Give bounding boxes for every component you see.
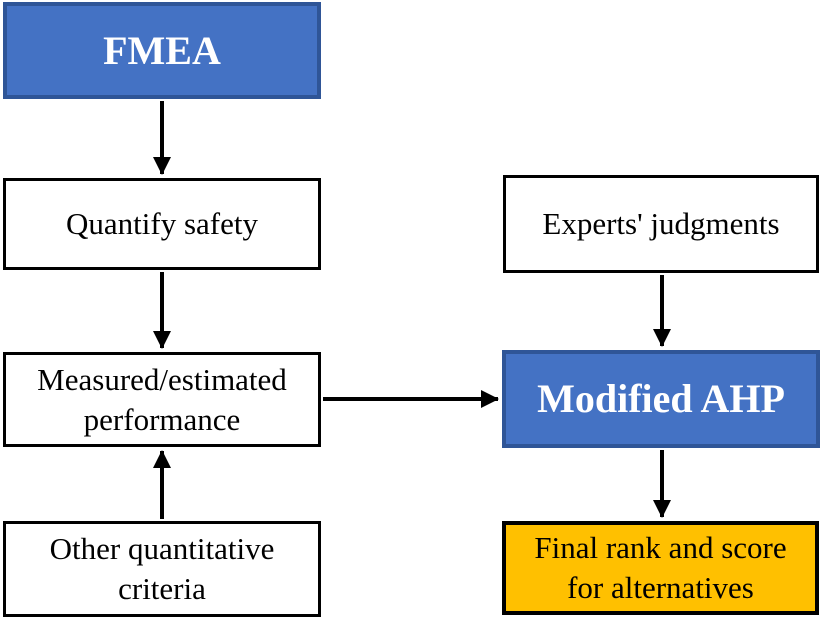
measured-performance-box: Measured/estimated performance [3, 352, 321, 447]
quantify-safety-box: Quantify safety [3, 178, 321, 270]
modified-ahp-label: Modified AHP [537, 376, 785, 422]
fmea-box: FMEA [3, 2, 321, 99]
final-rank-label: Final rank and score for alternatives [534, 530, 787, 605]
quantify-safety-label: Quantify safety [66, 206, 258, 242]
fmea-label: FMEA [103, 27, 221, 73]
experts-judgments-label: Experts' judgments [542, 206, 780, 242]
modified-ahp-box: Modified AHP [502, 350, 820, 448]
final-rank-box: Final rank and score for alternatives [502, 521, 819, 615]
other-criteria-box: Other quantitative criteria [3, 521, 321, 617]
other-criteria-label: Other quantitative criteria [49, 531, 275, 606]
measured-performance-label: Measured/estimated performance [37, 361, 287, 437]
experts-judgments-box: Experts' judgments [503, 175, 819, 273]
